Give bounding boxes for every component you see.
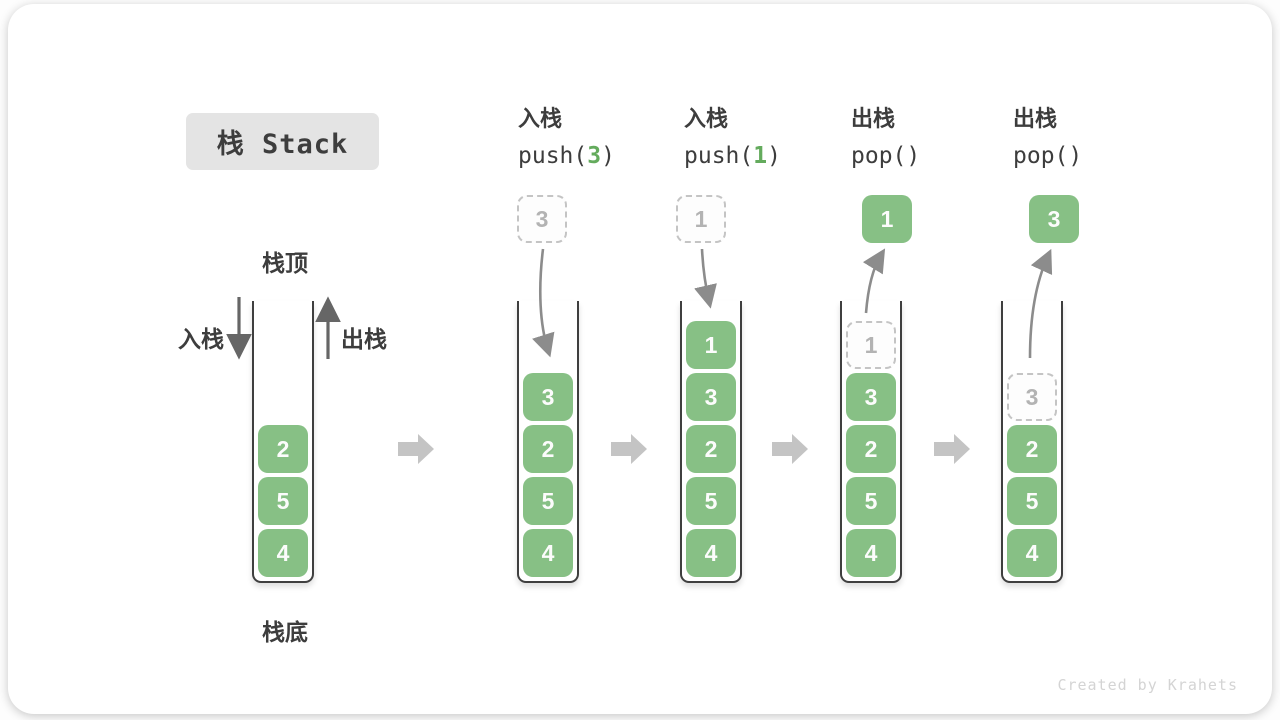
stack-item: 5 <box>523 477 573 525</box>
code-fn: push( <box>684 143 754 169</box>
operation-code: pop() <box>1013 141 1082 171</box>
stack-item: 4 <box>258 529 308 577</box>
stack-item: 2 <box>846 425 896 473</box>
operation-label: 入栈 <box>518 106 563 131</box>
stack-item: 3 <box>846 373 896 421</box>
operation-label: 出栈 <box>851 106 896 131</box>
stack-item: 2 <box>1007 425 1057 473</box>
watermark: Created by Krahets <box>1057 676 1238 694</box>
stack-item: 3 <box>686 373 736 421</box>
column-header-pop3: 出栈 pop() <box>1013 104 1082 171</box>
code-arg: 1 <box>753 143 768 169</box>
stack-top-label: 栈顶 <box>262 250 308 276</box>
code-fn: pop( <box>851 143 907 169</box>
stack-item: 3 <box>523 373 573 421</box>
stack-item: 2 <box>258 425 308 473</box>
stack-item: 2 <box>686 425 736 473</box>
stack-item: 5 <box>1007 477 1057 525</box>
stack-item-ghost: 3 <box>1007 373 1057 421</box>
stack-item: 4 <box>1007 529 1057 577</box>
code-fn: push( <box>518 143 588 169</box>
pop-side-label: 出栈 <box>341 326 387 352</box>
canvas-card <box>8 4 1272 714</box>
code-close: ) <box>601 143 615 169</box>
stack-item: 4 <box>686 529 736 577</box>
incoming-value-box: 1 <box>676 195 726 243</box>
popped-value-box: 3 <box>1029 195 1079 243</box>
page-title: 栈 Stack <box>186 113 379 170</box>
stack-item: 5 <box>846 477 896 525</box>
operation-label: 入栈 <box>684 106 729 131</box>
stack-item: 2 <box>523 425 573 473</box>
code-fn: pop( <box>1013 143 1069 169</box>
popped-value-box: 1 <box>862 195 912 243</box>
push-side-label: 入栈 <box>178 326 224 352</box>
stack-bottom-label: 栈底 <box>262 619 308 645</box>
stack-item: 4 <box>523 529 573 577</box>
column-header-push1: 入栈 push(1) <box>684 104 781 171</box>
stack-item: 4 <box>846 529 896 577</box>
code-arg: 3 <box>587 143 602 169</box>
column-header-pop1: 出栈 pop() <box>851 104 920 171</box>
code-close: ) <box>1068 143 1083 169</box>
code-close: ) <box>767 143 781 169</box>
incoming-value-box: 3 <box>517 195 567 243</box>
operation-code: push(1) <box>684 141 781 171</box>
code-close: ) <box>906 143 921 169</box>
operation-code: push(3) <box>518 141 615 171</box>
stack-item: 1 <box>686 321 736 369</box>
operation-label: 出栈 <box>1013 106 1058 131</box>
operation-code: pop() <box>851 141 920 171</box>
stack-item: 5 <box>258 477 308 525</box>
stack-item-ghost: 1 <box>846 321 896 369</box>
stack-item: 5 <box>686 477 736 525</box>
column-header-push3: 入栈 push(3) <box>518 104 615 171</box>
